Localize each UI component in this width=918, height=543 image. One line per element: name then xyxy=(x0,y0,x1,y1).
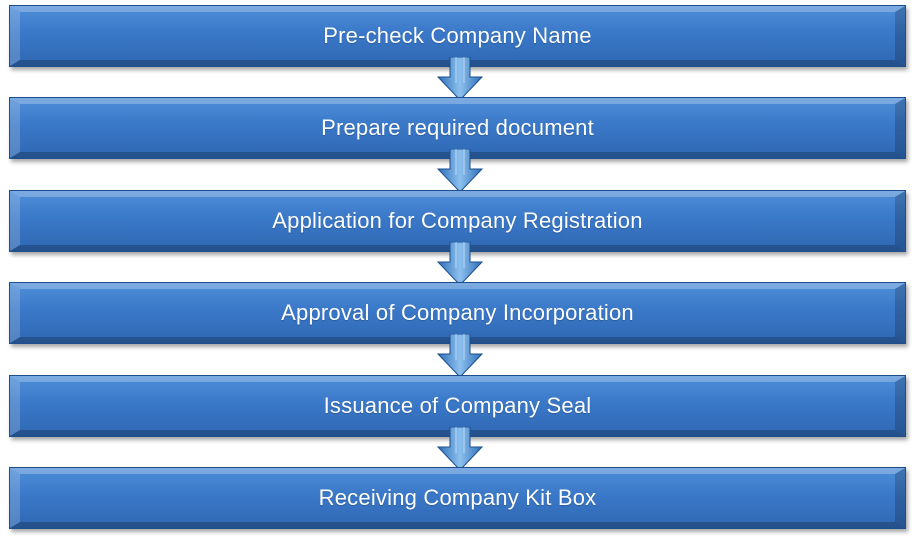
down-arrow-icon xyxy=(436,57,484,101)
step-label-6: Receiving Company Kit Box xyxy=(318,485,597,510)
down-arrow-icon xyxy=(436,242,484,286)
step-box-3: Application for Company Registration xyxy=(9,190,906,252)
step-label-4: Approval of Company Incorporation xyxy=(281,300,634,325)
step-box-4: Approval of Company Incorporation xyxy=(9,282,906,344)
step-label-3: Application for Company Registration xyxy=(272,208,643,233)
down-arrow-icon xyxy=(436,427,484,471)
step-label-5: Issuance of Company Seal xyxy=(323,393,592,418)
down-arrow-icon xyxy=(436,149,484,193)
step-label-2: Prepare required document xyxy=(321,115,594,140)
step-box-6: Receiving Company Kit Box xyxy=(9,467,906,529)
step-label-1: Pre-check Company Name xyxy=(323,23,592,48)
down-arrow-icon xyxy=(436,334,484,378)
